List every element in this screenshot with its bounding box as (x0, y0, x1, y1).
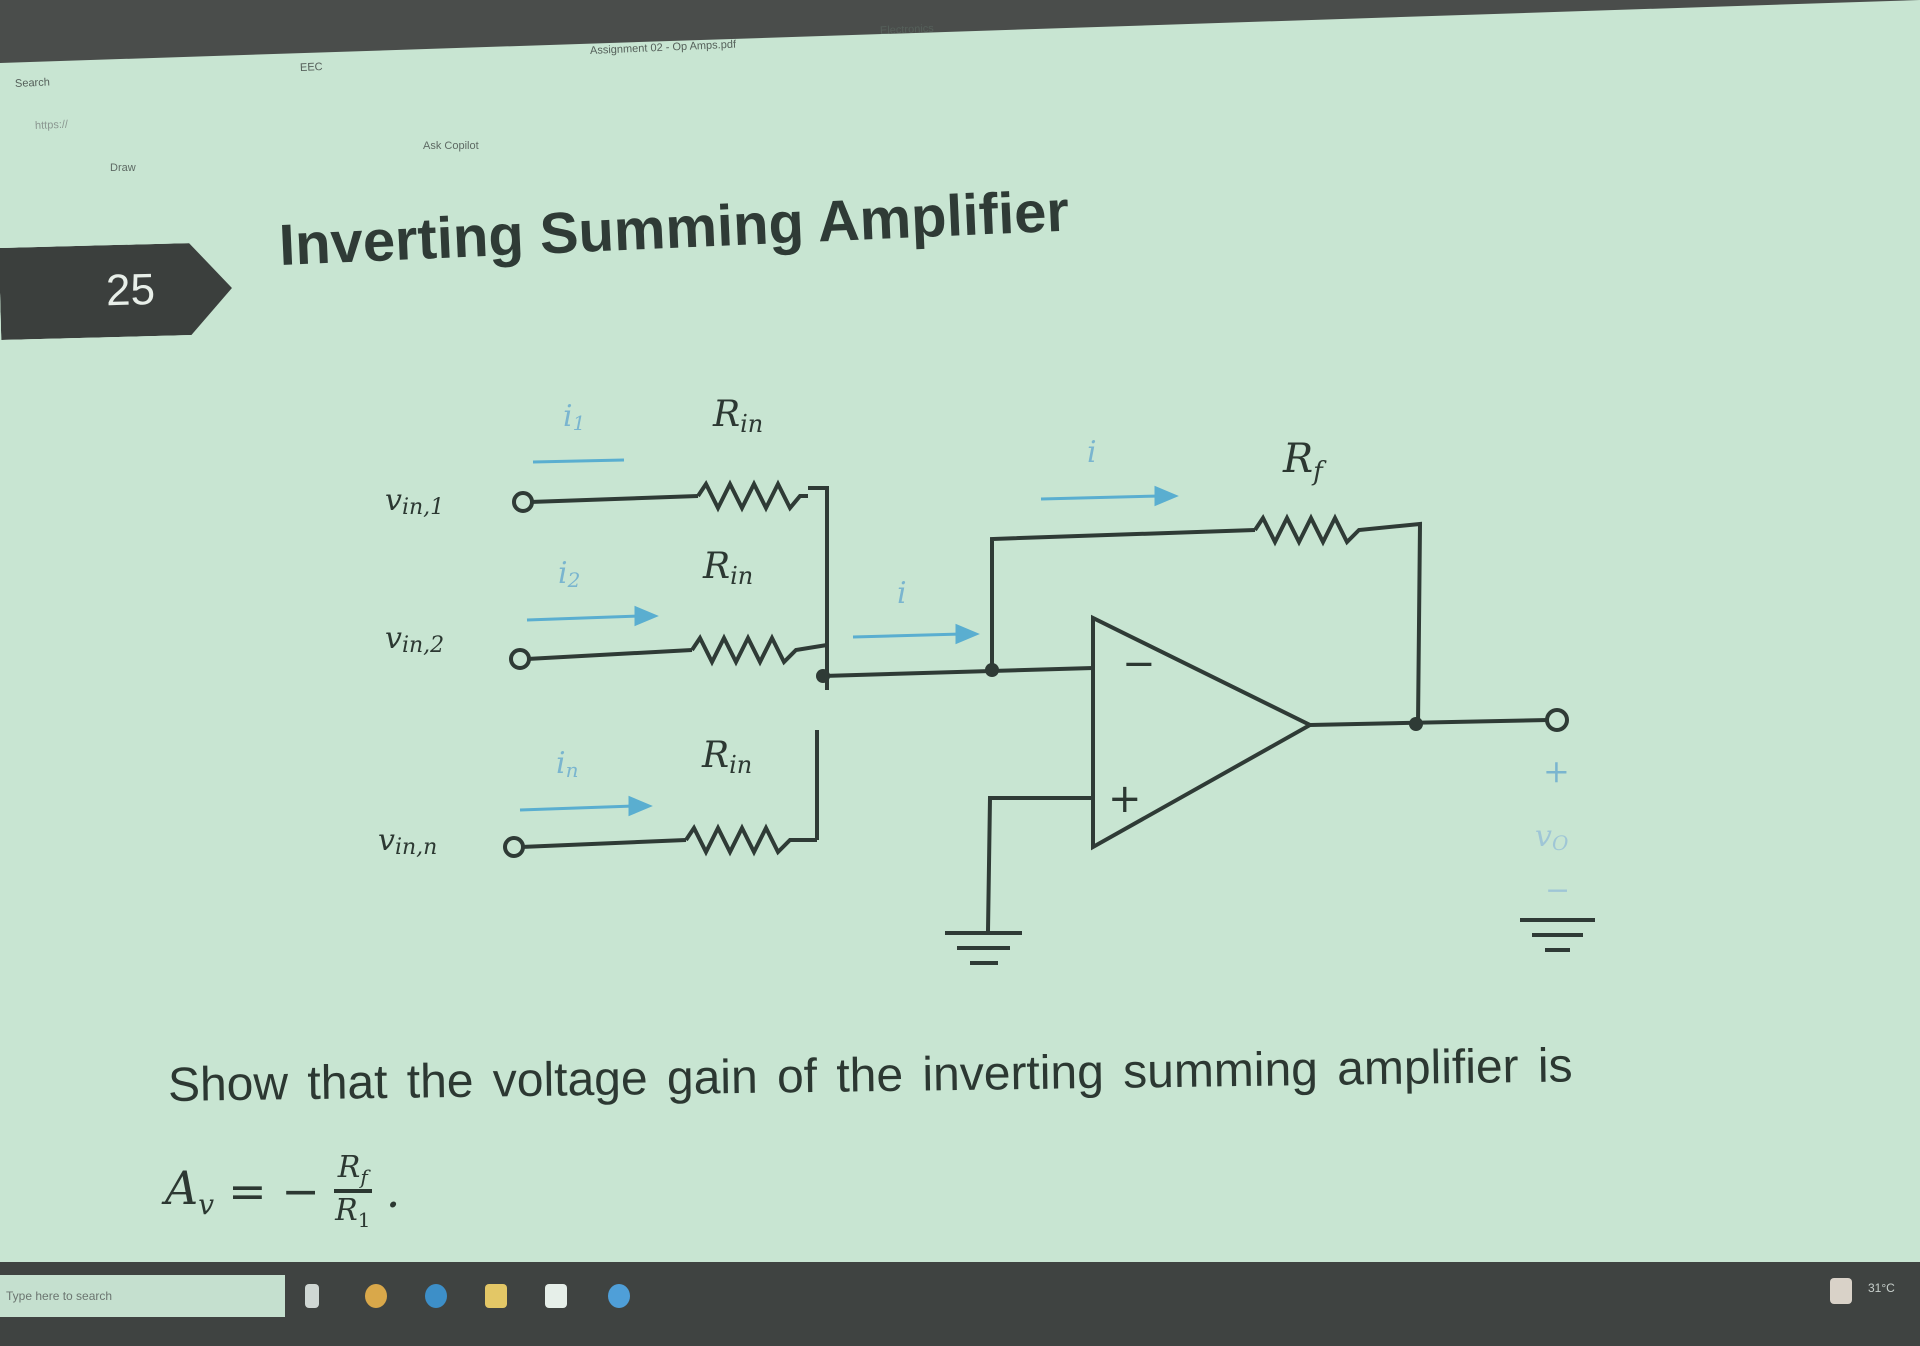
circuit-part: in,n (395, 835, 437, 860)
edge-icon[interactable] (425, 1284, 447, 1308)
wire (529, 494, 699, 504)
junction-dot (1409, 717, 1423, 731)
resistor-rin-2 (690, 633, 828, 667)
circuit-part: R (1282, 436, 1313, 482)
current-arrow-i-top (1040, 494, 1161, 501)
file-explorer-icon[interactable] (485, 1284, 507, 1308)
circuit-part: 1 (573, 411, 586, 435)
circuit-part: in,2 (402, 633, 444, 658)
label-i2: i2 (558, 556, 580, 592)
output-minus: − (1545, 873, 1570, 908)
arrowhead (628, 795, 653, 817)
arrowhead (955, 623, 980, 645)
app-icon[interactable] (608, 1284, 630, 1308)
wire-to-inverting-input (822, 666, 1094, 678)
wire (526, 648, 693, 661)
circuit-part: in,1 (402, 495, 444, 520)
terminal-vin1 (512, 491, 534, 513)
taskbar-search-placeholder: Type here to search (6, 1289, 113, 1303)
label-i1: i1 (563, 399, 585, 435)
feedback-wire (990, 528, 1256, 670)
label-vinn: vin,n (378, 823, 437, 860)
taskbar-search[interactable]: Type here to search (0, 1275, 285, 1317)
junction-dot (816, 669, 830, 683)
circuit-part: v (385, 483, 402, 518)
resistor-rin-1 (696, 479, 808, 513)
formula-equals: = − (228, 1164, 320, 1218)
circuit-part: v (378, 823, 395, 858)
resistor-rin-n (684, 823, 817, 857)
task-view-icon[interactable] (305, 1284, 319, 1308)
circuit-part: 2 (567, 568, 581, 592)
store-icon[interactable] (545, 1284, 567, 1308)
circuit-part: v (1535, 819, 1552, 854)
label-i-mid: i (897, 576, 907, 611)
label-rin-1: Rin (712, 394, 763, 438)
label-rf: Rf (1282, 436, 1327, 487)
op-amp (1091, 614, 1315, 851)
circuit-part: R (702, 546, 730, 587)
circuit-part: in (730, 562, 753, 590)
formula-period: . (385, 1164, 401, 1218)
current-line-i1 (532, 458, 625, 464)
circuit-part (816, 663, 1423, 731)
draw-button[interactable]: Draw (110, 162, 136, 174)
output-wire (1309, 718, 1549, 727)
resistor-rf (1253, 513, 1423, 726)
terminal-vinn (503, 836, 525, 858)
circuit-part: i (563, 399, 573, 434)
circuit-part: in (740, 410, 763, 438)
formula-lhs: Av (165, 1160, 215, 1222)
current-arrow-i-mid (852, 632, 963, 639)
noninverting-ground-wire (986, 796, 1093, 932)
wire (520, 838, 687, 849)
circuit-part (519, 458, 1179, 817)
output-plus: + (1543, 752, 1570, 790)
circuit-part: R (712, 394, 740, 435)
gain-formula: Av = − Rf R1 . (165, 1150, 400, 1232)
circuit-part: v (385, 621, 402, 656)
chrome-icon[interactable] (365, 1284, 387, 1308)
circuit-part: n (566, 758, 579, 782)
junction-dot (985, 663, 999, 677)
label-vin2: vin,2 (385, 621, 444, 658)
arrowhead (634, 605, 659, 627)
label-i-top: i (1087, 435, 1097, 470)
terminal-output (1545, 708, 1569, 732)
taskbar (0, 1262, 1920, 1346)
label-rin-2: Rin (702, 546, 753, 590)
circuit-part: O (1552, 831, 1568, 855)
arrowhead (1154, 485, 1179, 507)
ask-copilot-button[interactable]: Ask Copilot (423, 140, 479, 152)
circuit-part (503, 491, 1569, 858)
label-vo: vO (1535, 819, 1568, 855)
label-rin-n: Rin (701, 735, 752, 779)
circuit-part: i (556, 746, 566, 781)
circuit-part: f (1311, 457, 1327, 487)
op-amp-plus: + (1108, 776, 1142, 822)
formula-fraction: Rf R1 (333, 1150, 372, 1232)
current-arrow-i2 (526, 614, 641, 622)
circuit-part (520, 479, 1595, 965)
current-arrow-in (519, 804, 635, 812)
terminal-vin2 (509, 648, 531, 670)
circuit-part: in (729, 751, 752, 779)
circuit-part: R (701, 735, 729, 776)
circuit-part: i (558, 556, 568, 591)
label-in: in (556, 746, 579, 782)
op-amp-minus: − (1122, 641, 1156, 687)
label-vin1: vin,1 (385, 483, 444, 520)
weather-temp[interactable]: 31°C (1868, 1281, 1895, 1295)
weather-icon[interactable] (1830, 1278, 1852, 1304)
